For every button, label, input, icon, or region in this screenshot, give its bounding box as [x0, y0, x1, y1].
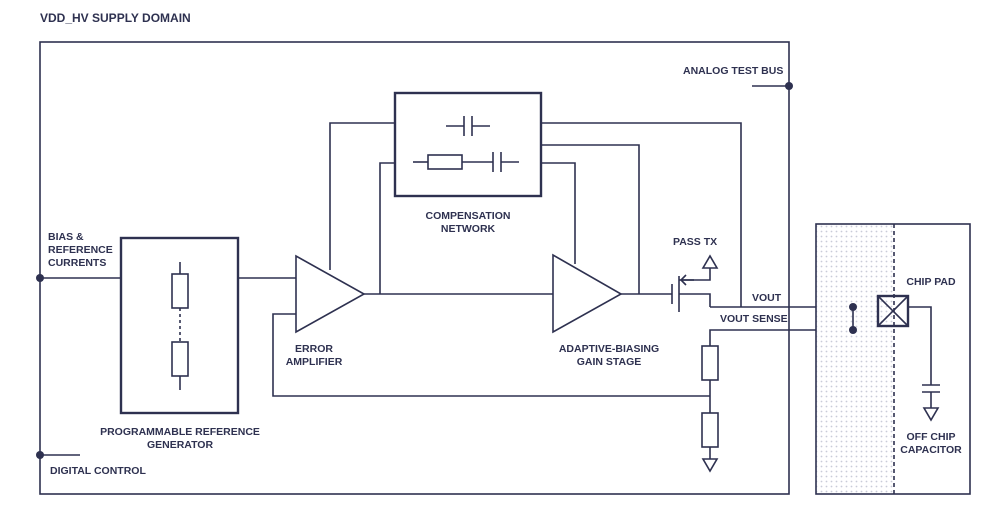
bias-label-line1: BIAS &	[48, 231, 84, 243]
gain-stage-label-line2: GAIN STAGE	[577, 356, 642, 368]
vout-sense-label: VOUT SENSE	[720, 313, 788, 325]
chip-pad-label: CHIP PAD	[906, 276, 956, 288]
gain-stage-label-line1: ADAPTIVE-BIASING	[559, 343, 659, 355]
digital-control-label: DIGITAL CONTROL	[50, 465, 146, 477]
supply-domain-box	[39, 41, 790, 495]
prg-label-line2: GENERATOR	[147, 439, 214, 451]
off-chip-capacitor: OFF CHIP CAPACITOR	[900, 306, 962, 456]
compensation-network: COMPENSATION NETWORK	[393, 91, 543, 235]
error-amplifier: ERROR AMPLIFIER	[286, 254, 366, 368]
comp-label-line1: COMPENSATION	[426, 210, 511, 222]
analog-test-bus-label: ANALOG TEST BUS	[683, 65, 783, 77]
bias-reference-input: BIAS & REFERENCE CURRENTS	[36, 231, 121, 282]
pass-transistor: PASS TX	[671, 236, 719, 312]
feedback-divider	[701, 345, 719, 473]
digital-control-input: DIGITAL CONTROL	[36, 451, 146, 477]
gain-stage: ADAPTIVE-BIASING GAIN STAGE	[552, 253, 659, 368]
divider-resistor-bottom	[701, 412, 719, 448]
capacitor-label-line2: CAPACITOR	[900, 444, 962, 456]
chip-pad-region	[815, 223, 971, 495]
vout-sense-line	[709, 329, 853, 346]
feedback-path	[272, 313, 710, 397]
chip-pad: CHIP PAD	[876, 276, 956, 328]
analog-test-bus: ANALOG TEST BUS	[683, 65, 793, 90]
error-amp-label-line1: ERROR	[295, 343, 333, 355]
capacitor-label-line1: OFF CHIP	[907, 431, 956, 443]
vout-label: VOUT	[752, 292, 782, 304]
bias-label-line3: CURRENTS	[48, 257, 106, 269]
ground-icon	[701, 458, 719, 473]
comp-label-line2: NETWORK	[441, 223, 496, 235]
diagram-title: VDD_HV SUPPLY DOMAIN	[40, 11, 191, 25]
divider-resistor-top	[701, 345, 719, 381]
pass-tx-label: PASS TX	[673, 236, 717, 248]
capacitor-ground-icon	[922, 407, 940, 422]
analog-test-bus-node	[785, 82, 793, 90]
prg-label-line1: PROGRAMMABLE REFERENCE	[100, 426, 260, 438]
programmable-reference-generator: PROGRAMMABLE REFERENCE GENERATOR	[100, 236, 260, 451]
bias-label-line2: REFERENCE	[48, 244, 113, 256]
error-amp-label-line2: AMPLIFIER	[286, 356, 343, 368]
